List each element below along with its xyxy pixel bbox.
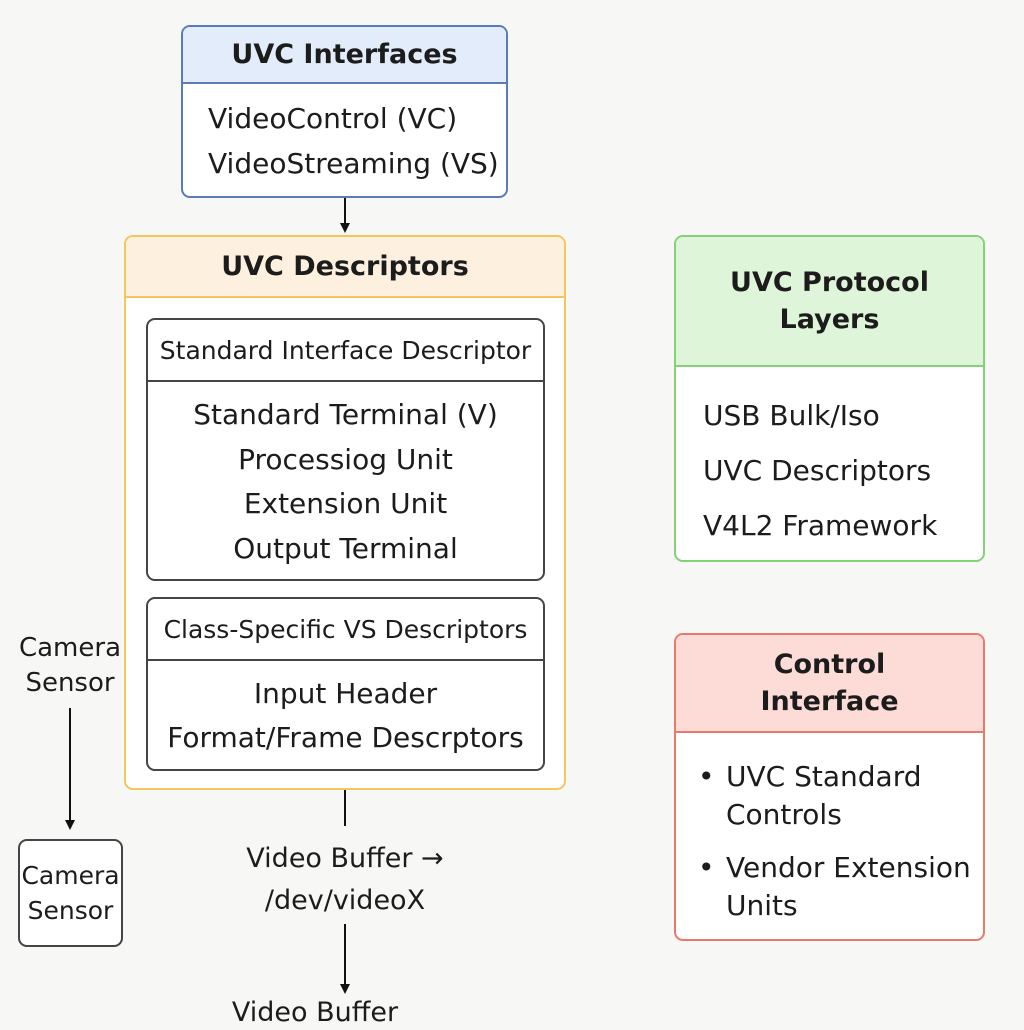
layer-item: USB Bulk/Iso xyxy=(703,399,880,432)
title-line: Control xyxy=(773,649,886,680)
label-line: Sensor xyxy=(27,896,114,925)
uvc-interfaces-title: UVC Interfaces xyxy=(183,27,506,84)
bullet-text: Units xyxy=(726,889,798,922)
interface-item-vc: VideoControl (VC) xyxy=(208,102,458,135)
layer-item: V4L2 Framework xyxy=(703,509,938,542)
descriptor-item: Output Terminal xyxy=(233,531,458,565)
title-line: Layers xyxy=(779,304,880,335)
descriptor-item: Standard Terminal (V) xyxy=(193,398,498,431)
bullet-text: Vendor Extension xyxy=(726,851,971,884)
bullet-icon: • xyxy=(698,851,715,884)
descriptor-item: Format/Frame Descrptors xyxy=(167,721,524,754)
layer-item: UVC Descriptors xyxy=(703,454,932,487)
uvc-protocol-layers-title: UVC Protocol Layers xyxy=(676,237,983,367)
standard-interface-descriptor-box: Standard Interface Descriptor Standard T… xyxy=(146,318,545,581)
label-line: Video Buffer → xyxy=(246,843,444,874)
control-interface-box: Control Interface • UVC Standard Control… xyxy=(674,633,985,941)
descriptor-item: Extension Unit xyxy=(243,487,448,520)
title-line: Interface xyxy=(760,686,899,717)
interface-item-vs: VideoStreaming (VS) xyxy=(208,147,499,180)
standard-interface-descriptor-title: Standard Interface Descriptor xyxy=(148,320,543,382)
control-bullet-item: • UVC Standard Controls xyxy=(698,758,983,834)
class-specific-vs-descriptors-title: Class-Specific VS Descriptors xyxy=(148,599,543,661)
descriptor-item: Input Header xyxy=(253,677,438,710)
uvc-interfaces-box: UVC Interfaces VideoControl (VC) VideoSt… xyxy=(181,25,508,198)
bullet-text: Controls xyxy=(726,798,842,831)
bullet-icon: • xyxy=(698,760,715,793)
bullet-text: UVC Standard xyxy=(726,760,922,793)
uvc-protocol-layers-box: UVC Protocol Layers USB Bulk/Iso UVC Des… xyxy=(674,235,985,562)
label-line: Sensor xyxy=(25,668,115,698)
camera-sensor-box: Camera Sensor xyxy=(18,839,123,947)
label-line: /dev/videoX xyxy=(264,885,426,916)
video-buffer-bottom-label: Video Buffer xyxy=(231,997,399,1028)
label-line: Camera xyxy=(21,861,120,890)
control-bullet-item: • Vendor Extension Units xyxy=(698,849,983,925)
control-interface-title: Control Interface xyxy=(676,635,983,733)
uvc-descriptors-title: UVC Descriptors xyxy=(126,237,564,298)
title-line: UVC Protocol xyxy=(730,267,929,298)
video-buffer-device-label: Video Buffer → /dev/videoX xyxy=(225,838,465,922)
label-line: Camera xyxy=(18,633,122,663)
camera-sensor-label: Camera Sensor xyxy=(8,631,132,701)
uvc-descriptors-box: UVC Descriptors Standard Interface Descr… xyxy=(124,235,566,790)
class-specific-vs-descriptors-box: Class-Specific VS Descriptors Input Head… xyxy=(146,597,545,771)
descriptor-item: Processiog Unit xyxy=(238,442,453,476)
